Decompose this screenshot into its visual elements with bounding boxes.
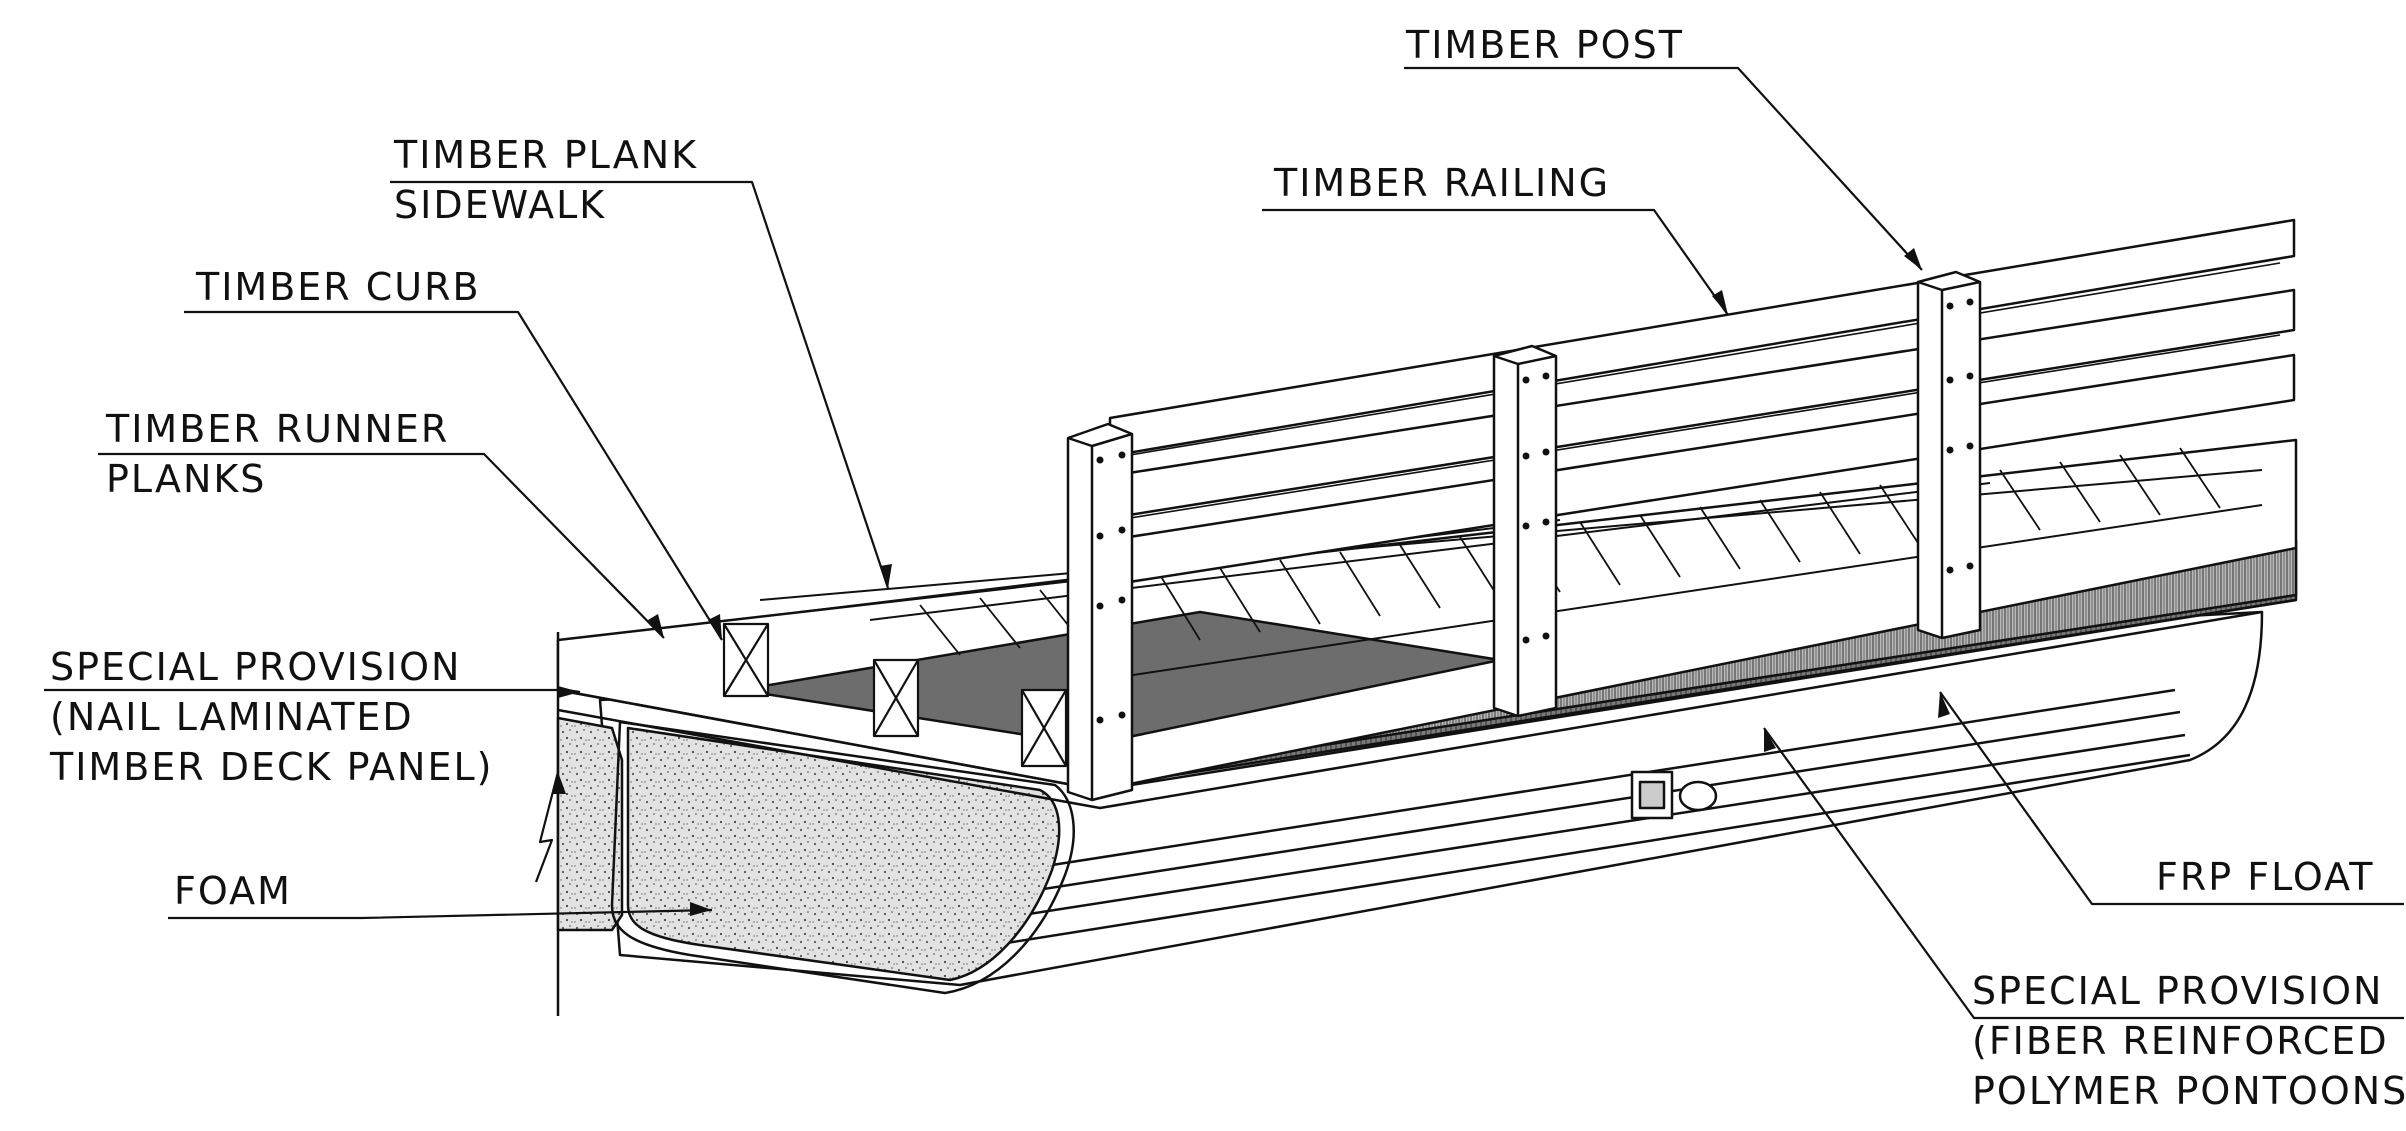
label-special-provision-pontoons: SPECIAL PROVISION (FIBER REINFORCED POLY…	[1972, 966, 2406, 1116]
label-timber-runner-line1: TIMBER RUNNER	[106, 407, 450, 451]
label-frp-float: FRP FLOAT	[2156, 855, 2375, 899]
label-foam: FOAM	[174, 869, 292, 913]
label-timber-post: TIMBER POST	[1406, 23, 1684, 67]
label-special-provision-deck-line1: SPECIAL PROVISION	[50, 645, 462, 689]
pontoon-section-outline	[610, 720, 1075, 995]
timber-curb-blocks	[722, 622, 1068, 768]
label-special-provision-pontoons-line3: POLYMER PONTOONS)	[1972, 1069, 2406, 1113]
float-connector-fitting	[1630, 770, 1718, 820]
label-special-provision-deck-line3: TIMBER DECK PANEL)	[50, 745, 494, 789]
timber-post-2	[1492, 344, 1558, 718]
label-special-provision-deck: SPECIAL PROVISION (NAIL LAMINATED TIMBER…	[50, 642, 493, 792]
timber-deck-panel-edge-2	[557, 610, 2263, 810]
railing-board-seams	[1129, 262, 2281, 519]
timber-post-1	[1066, 422, 1134, 802]
foam-block-left	[556, 716, 624, 932]
frp-float-rib-2	[1004, 710, 2181, 897]
label-timber-railing: TIMBER RAILING	[1274, 161, 1611, 205]
frp-float-rib-1	[1019, 688, 2176, 872]
label-special-provision-deck-line2: (NAIL LAMINATED	[50, 695, 414, 739]
frp-float-rib-3	[989, 733, 2186, 922]
label-timber-plank-line1: TIMBER PLANK	[394, 133, 699, 177]
label-timber-plank-sidewalk: TIMBER PLANK SIDEWALK	[394, 130, 698, 230]
label-special-provision-pontoons-line1: SPECIAL PROVISION	[1972, 969, 2384, 1013]
label-special-provision-pontoons-line2: (FIBER REINFORCED	[1972, 1019, 2389, 1063]
frp-float-bottom-rib	[974, 753, 2191, 950]
label-planks-line2: PLANKS	[106, 457, 267, 501]
arrowheads	[552, 248, 1950, 916]
timber-post-3	[1916, 270, 1982, 640]
break-symbol	[534, 771, 560, 883]
foam-block-main	[626, 726, 1061, 982]
post-bolts	[1096, 298, 1974, 724]
label-sidewalk-line2: SIDEWALK	[394, 183, 607, 227]
label-timber-runner-planks: TIMBER RUNNER PLANKS	[106, 404, 449, 504]
label-timber-curb: TIMBER CURB	[196, 265, 481, 309]
